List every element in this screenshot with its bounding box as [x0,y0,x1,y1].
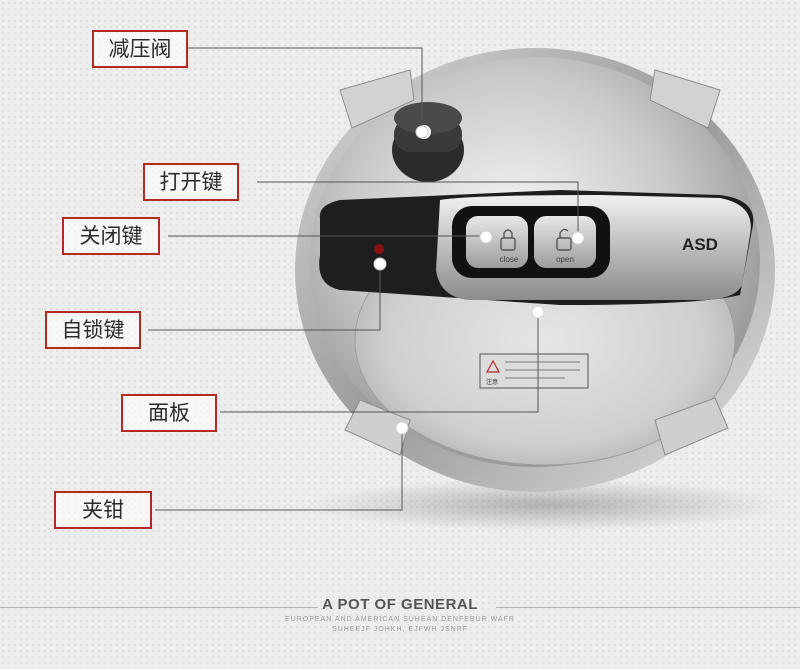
open-button[interactable] [534,216,596,268]
callout-close-key: 关闭键 [62,217,160,255]
footer-subtitle-2: SUHEEJF JOHKH, EJFWH JSNRF [331,626,469,633]
callout-clamp: 夹钳 [54,491,152,529]
warning-icon [485,359,501,373]
svg-text:注意: 注意 [486,378,498,386]
lock-open-icon [556,228,572,251]
close-button[interactable] [466,216,528,268]
leader-lines [148,47,579,511]
footer-title: A POT OF GENERAL [322,596,478,613]
open-button-label: open [556,255,574,264]
callout-pressure-valve: 减压阀 [92,30,188,68]
footer-subtitle-1: EUROPEAN AND AMERICAN SUHEAN DENFEBUR WA… [285,616,515,623]
footer-divider-left [0,607,318,608]
callout-panel: 面板 [121,394,217,432]
lock-closed-icon [500,229,516,251]
self-lock-indicator [374,244,384,254]
close-button-label: close [500,255,519,264]
callout-self-lock-key: 自锁键 [45,311,141,349]
brand-logo: ASD [682,235,718,254]
footer-divider-right [496,607,800,608]
callout-open-key: 打开键 [143,163,239,201]
